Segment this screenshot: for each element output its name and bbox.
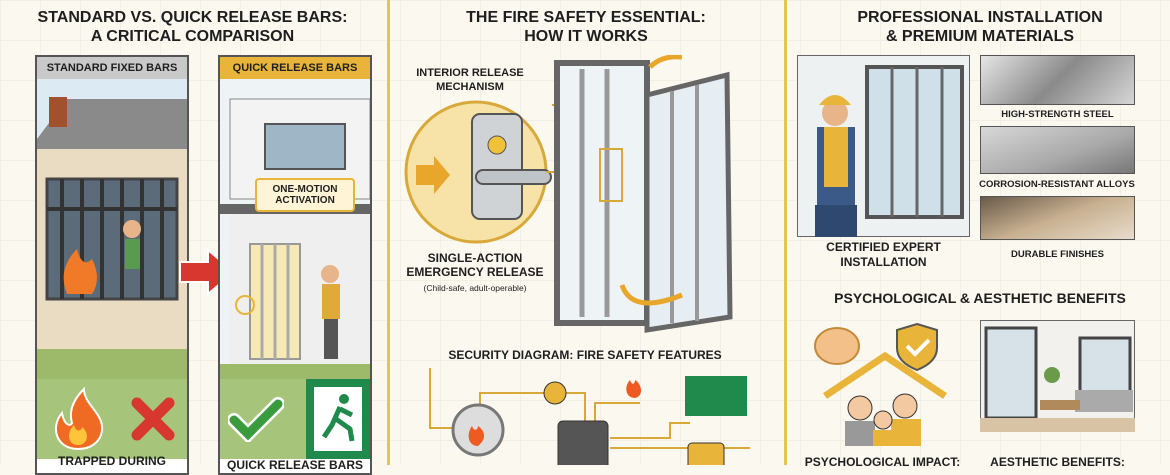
material-label: HIGH-STRENGTH STEEL [1001,109,1114,120]
house-with-quick-release-illustration [220,79,370,379]
x-mark-icon [131,397,174,441]
padlock-icon [687,442,725,465]
column-divider [387,0,390,465]
security-diagram [429,368,750,465]
modern-interior-photo [980,320,1135,432]
how-it-works-title: The Fire Safety Essential: How It Works [390,8,782,46]
quick-release-panel: QUICK RELEASE BARS [218,55,372,475]
security-diagram-title: SECURITY DIAGRAM: FIRE SAFETY FEATURES [448,348,722,362]
standard-caption: TRAPPED DURING [57,454,166,468]
opening-window-bars-illustration [552,55,733,333]
control-chip-icon [557,420,609,465]
installer-caption: CERTIFIED EXPERT INSTALLATION [826,240,941,269]
psych-caption: PSYCHOLOGICAL IMPACT: [804,455,961,469]
installer-photo [797,55,970,237]
title-line: How It Works [524,28,648,45]
title-line: Standard vs. Quick Release Bars: [37,9,348,26]
comparison-title: Standard vs. Quick Release Bars: A Criti… [0,8,385,46]
fire-icon [626,380,642,398]
title-line: & Premium Materials [885,28,1075,45]
house-with-fixed-bars-illustration [37,79,187,379]
steel-swatch [980,55,1135,105]
finish-swatch [980,196,1135,240]
shield-check-icon [896,322,938,372]
material-label: CORROSION-RESISTANT ALLOYS [979,179,1135,190]
aesthetic-caption: AESTHETIC BENEFITS: [990,455,1125,469]
fire-icon [54,387,103,451]
release-handle-closeup [404,100,554,244]
lock-icon [543,381,567,405]
column-divider [784,0,787,465]
standard-bars-header: STANDARD FIXED BARS [37,57,187,79]
one-motion-callout: ONE-MOTION ACTIVATION [255,178,355,212]
emergency-exit-sign-icon [306,379,370,459]
title-line: The Fire Safety Essential: [466,9,706,26]
family-security-illustration [814,322,947,446]
benefits-title: PSYCHOLOGICAL & AESTHETIC BENEFITS [834,290,1126,306]
mechanism-label: INTERIOR RELEASE MECHANISM [416,67,524,93]
installation-title: Professional Installation & Premium Mate… [790,8,1170,46]
checkmark-icon [228,397,284,442]
release-note: (Child-safe, adult-operable) [423,283,527,293]
material-label: DURABLE FINISHES [1011,249,1104,260]
single-action-release-label: SINGLE-ACTION EMERGENCY RELEASE [406,251,544,279]
quick-release-header: QUICK RELEASE BARS [220,57,370,79]
brain-icon [814,327,860,365]
quick-caption: QUICK RELEASE BARS [226,458,363,472]
title-line: A Critical Comparison [90,28,295,45]
exit-sign-icon [685,376,747,416]
standard-bars-panel: STANDARD FIXED BARS [35,55,189,475]
title-line: Professional Installation [857,9,1103,26]
alloy-swatch [980,126,1135,174]
